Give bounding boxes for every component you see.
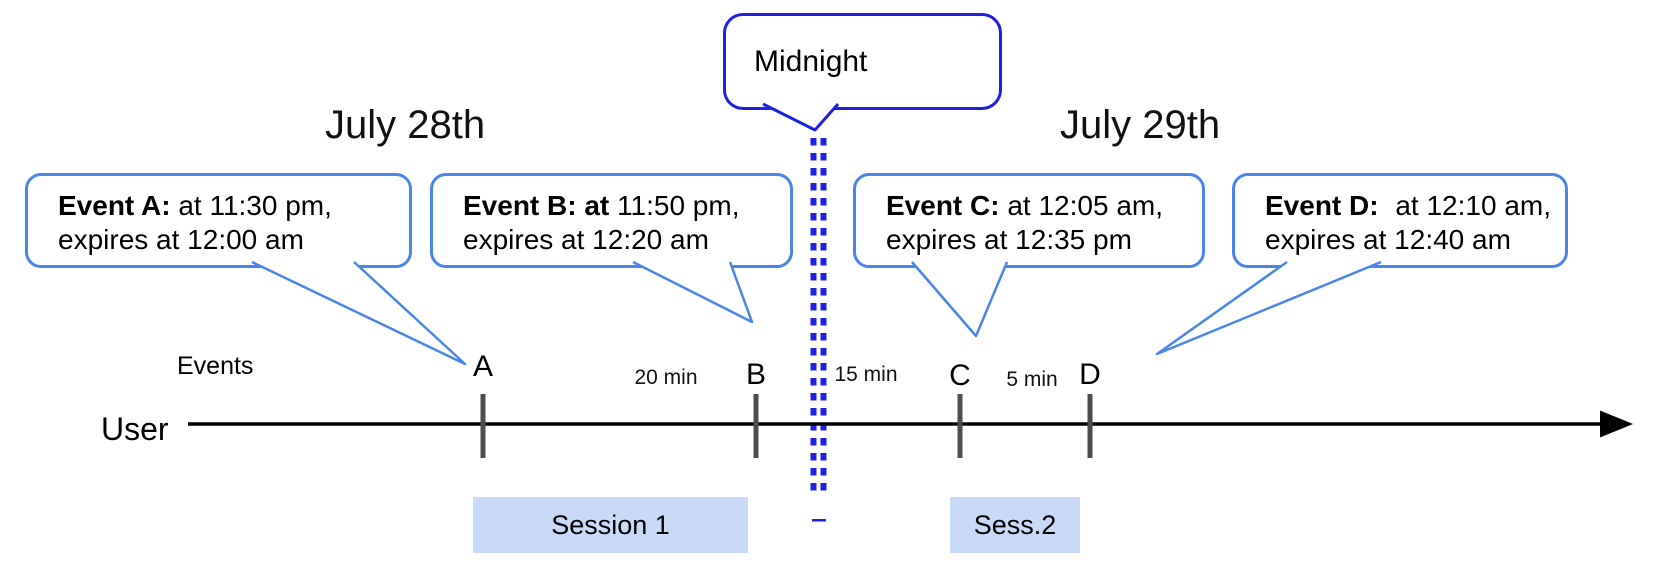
interval-label-5min: 5 min	[1006, 368, 1058, 391]
event-callout-c: Event C: at 12:05 am, expires at 12:35 p…	[853, 173, 1205, 268]
tick-letter-c: C	[949, 359, 971, 392]
interval-label-15min: 15 min	[834, 363, 898, 386]
midnight-dashed-line	[810, 138, 827, 522]
tick-letter-d: D	[1079, 358, 1101, 391]
event-callout-b: Event B: at 11:50 pm, expires at 12:20 a…	[430, 173, 793, 268]
event-c-line2: expires at 12:35 pm	[886, 224, 1132, 255]
session-1-label: Session 1	[551, 509, 670, 540]
event-a-line2: expires at 12:00 am	[58, 224, 304, 255]
event-callout-d: Event D: at 12:10 am, expires at 12:40 a…	[1232, 173, 1568, 268]
session-2-box: Sess.2	[950, 497, 1080, 553]
event-c-line1: Event C: at 12:05 am,	[886, 190, 1164, 221]
session-2-label: Sess.2	[973, 509, 1057, 540]
event-b-line1: Event B: at 11:50 pm,	[463, 190, 740, 221]
callout-tail-a	[251, 260, 467, 366]
events-row-label: Events	[177, 352, 254, 380]
tick-letter-a: A	[472, 350, 493, 383]
midnight-callout: Midnight	[723, 13, 1002, 110]
date-label-july-28: July 28th	[325, 103, 486, 147]
event-callout-a: Event A: at 11:30 pm, expires at 12:00 a…	[25, 173, 412, 268]
user-row-label: User	[101, 411, 169, 447]
event-ticks	[480, 394, 1093, 458]
midnight-label: Midnight	[754, 44, 868, 78]
session-1-box: Session 1	[473, 497, 748, 553]
event-b-line2: expires at 12:20 am	[463, 224, 709, 255]
callout-tail-c	[911, 261, 1009, 338]
event-d-line2: expires at 12:40 am	[1265, 224, 1511, 255]
tick-letter-b: B	[745, 358, 766, 391]
event-a-line1: Event A: at 11:30 pm,	[58, 190, 332, 221]
date-label-july-29: July 29th	[1060, 103, 1221, 147]
callout-tail-d	[1155, 260, 1382, 356]
event-d-line1: Event D: at 12:10 am,	[1265, 190, 1552, 221]
interval-label-20min: 20 min	[634, 366, 698, 389]
callout-tail-b	[632, 260, 754, 324]
timeline-arrow	[188, 410, 1633, 438]
